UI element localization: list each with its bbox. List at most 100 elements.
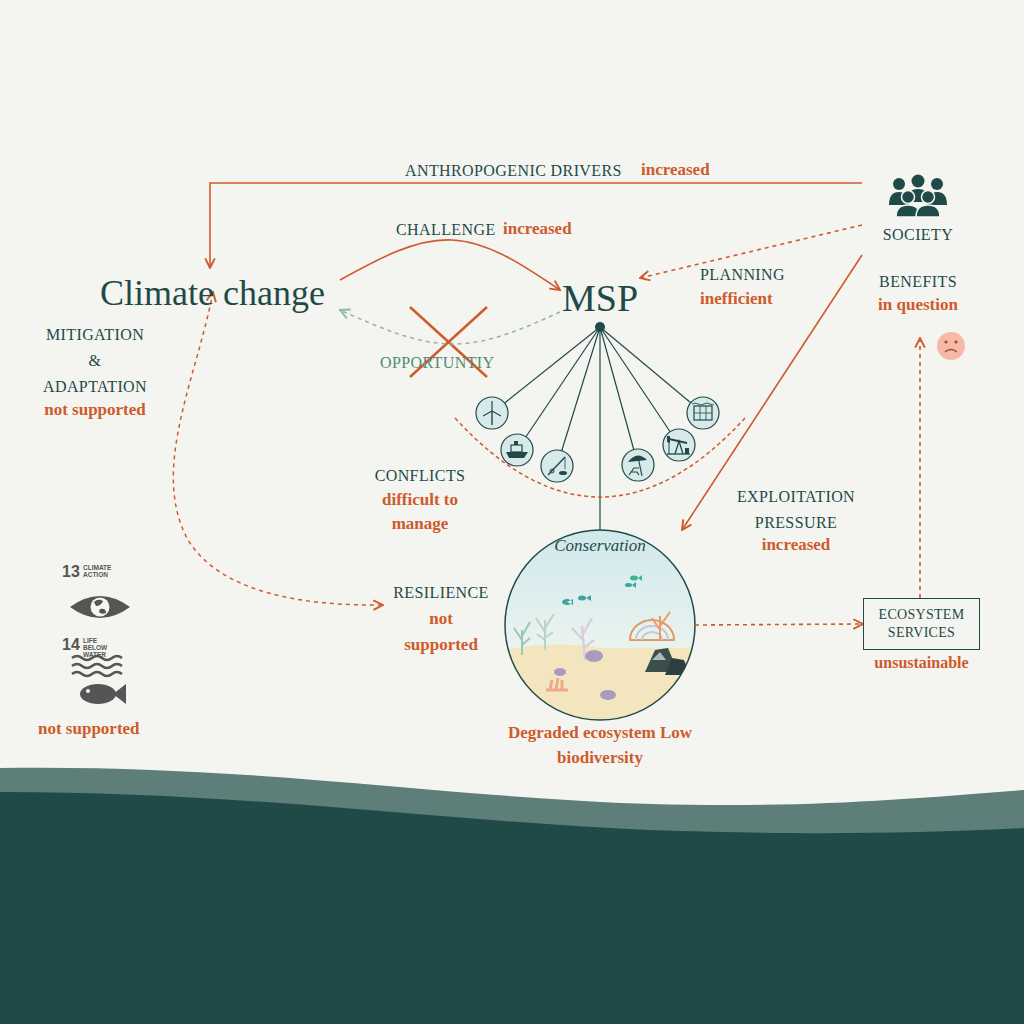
sdg13-icon — [70, 596, 130, 618]
oil-pump-icon — [663, 429, 695, 461]
tourism-icon — [628, 455, 647, 462]
status-caption: Degraded ecosystem Low biodiversity — [505, 720, 695, 770]
status-word: not supported — [30, 400, 160, 420]
aquaculture-icon — [694, 406, 712, 420]
circle-heading: Conservation — [505, 536, 695, 556]
ship-icon — [501, 434, 533, 466]
sad-face — [954, 340, 957, 343]
pendulum — [595, 322, 605, 332]
fishing-icon — [541, 450, 573, 482]
sea-wave — [0, 768, 1024, 1024]
society-icon — [922, 191, 935, 204]
wind-turbine-icon — [491, 411, 492, 425]
conservation-illustration — [500, 525, 700, 725]
tourism-icon — [638, 457, 642, 476]
wind-turbine-icon — [492, 411, 501, 416]
fishing-icon — [559, 471, 567, 475]
pendulum — [600, 327, 638, 465]
ship-icon — [501, 434, 533, 466]
sad-face — [937, 332, 965, 360]
conservation-illustration — [578, 595, 591, 601]
node-title: Climate change — [85, 268, 340, 318]
conservation-illustration — [500, 525, 700, 725]
wind-turbine-icon — [483, 411, 492, 416]
climate-node: Climate change — [85, 268, 340, 318]
ship-icon — [506, 452, 528, 458]
resilience-label: RESILIENCE — [385, 583, 497, 603]
oil-pump-icon — [663, 429, 695, 461]
flow-arrow — [340, 310, 560, 344]
fishing-icon — [565, 457, 566, 469]
sdg14-icon — [86, 689, 90, 693]
sdg-title: CLIMATE ACTION — [83, 564, 117, 578]
conservation-illustration — [514, 622, 530, 655]
oil-pump-icon — [669, 441, 670, 454]
society-icon — [889, 175, 947, 218]
society-icon — [902, 191, 915, 204]
sdg-title: LIFE BELOW WATER — [83, 637, 117, 658]
oil-pump-icon — [685, 448, 689, 454]
status-word: increased — [641, 160, 736, 180]
flow-arrow — [919, 338, 921, 598]
wind-turbine-icon — [491, 401, 492, 411]
edge-label: ANTHROPOGENIC DRIVERS — [405, 161, 622, 181]
conservation-illustration — [600, 690, 616, 700]
sdg14-icon — [72, 656, 126, 704]
society-icon — [916, 205, 940, 217]
node-title: SOCIETY — [862, 226, 974, 244]
policy-label: MITIGATION & ADAPTATION — [40, 322, 150, 400]
status-word: difficult to manage — [360, 488, 480, 536]
benefit-label: BENEFITS — [868, 272, 968, 292]
society-icon — [931, 178, 943, 190]
resilience-link — [173, 292, 383, 605]
conservation-illustration — [500, 525, 700, 650]
fishing-icon — [550, 469, 554, 473]
fishing-icon — [541, 450, 573, 482]
pendulum — [517, 327, 600, 450]
ship-icon — [511, 445, 522, 452]
conservation-illustration — [554, 668, 566, 676]
sdg-number: 14 — [62, 636, 82, 654]
conservation-illustration — [536, 614, 554, 650]
society-icon — [912, 175, 925, 188]
sad-face — [937, 332, 965, 360]
sdg-number: 13 — [62, 563, 82, 581]
conservation-illustration — [562, 599, 573, 605]
edge-label: OPPORTUNTIY — [380, 353, 495, 373]
conservation-illustration — [500, 644, 700, 725]
conservation-illustration — [625, 582, 636, 588]
sdg13-icon — [91, 598, 110, 617]
status-word: not supported — [38, 719, 178, 739]
node-title: MSP — [560, 276, 640, 320]
society-icon — [893, 178, 905, 190]
conservation-illustration — [652, 612, 670, 640]
conflict-arc — [455, 418, 745, 497]
status-word: increased — [746, 535, 846, 555]
pendulum — [599, 327, 600, 530]
aquaculture-icon — [692, 403, 714, 405]
status-word: inefficient — [700, 289, 810, 309]
status-caption: unsustainable — [863, 654, 980, 672]
sdg14-icon — [72, 664, 122, 668]
tourism-icon — [622, 449, 654, 481]
box-title: ECOSYSTEM SERVICES — [863, 598, 980, 650]
conservation-illustration — [515, 648, 700, 652]
status-word: not supported — [395, 606, 487, 658]
aquaculture-icon — [687, 397, 719, 429]
sdg13-icon — [70, 596, 130, 618]
conservation-circle-outline — [505, 530, 695, 720]
pendulum — [600, 327, 679, 445]
ship-icon — [514, 441, 518, 445]
edge-label: CHALLENGE — [396, 220, 496, 240]
flow-arrow — [210, 183, 862, 268]
pendulum — [600, 327, 703, 413]
edge-label: PLANNING — [700, 265, 785, 285]
flow-arrow — [340, 240, 560, 290]
msp-node: MSP — [560, 276, 640, 320]
aquaculture-icon — [687, 397, 719, 429]
sdg14-icon — [113, 684, 126, 704]
wind-turbine-icon — [476, 397, 508, 429]
flow-arrow — [695, 624, 863, 625]
